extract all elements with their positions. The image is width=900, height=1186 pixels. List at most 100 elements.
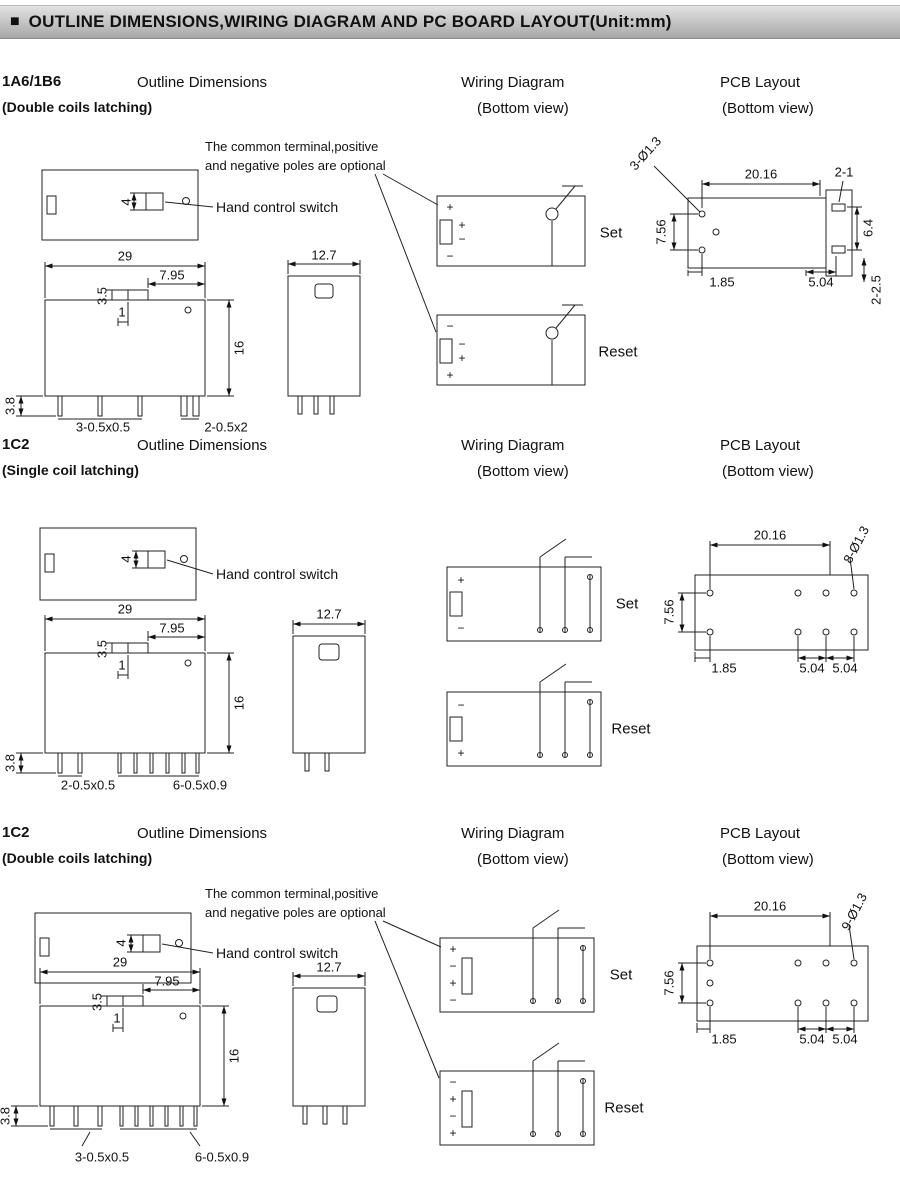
s1-wiring-title: Wiring Diagram [461,74,565,91]
s2-dim-pins-left: 2-0.5x0.5 [60,777,116,793]
s1-set-label: Set [599,224,623,242]
s2-set-terminal-minus: − [457,621,465,636]
s2-dim-body-width: 29 [117,601,133,617]
s2-variant-label: (Single coil latching) [2,462,139,478]
s2-side-view [292,620,366,772]
s2-dim-pin-length: 3.8 [2,753,18,773]
s1-set-terminal-plus: + [446,200,454,215]
s3-top-view [34,912,214,984]
s2-dim-switch-offset: 7.95 [159,620,185,636]
s1-reset-terminal-minus: − [446,319,454,334]
s1-outline-title: Outline Dimensions [137,74,268,91]
s3-set-terminal1-plus: + [449,942,457,957]
s2-reset-terminal-plus: + [457,746,465,761]
s1-pcb-dim-span: 20.16 [744,166,778,182]
s1-pcb-dim-slot-pitch: 6.4 [860,218,876,238]
s2-set-terminal-plus: + [457,573,465,588]
s1-note-line2: and negative poles are optional [205,158,386,173]
s3-note-line1: The common terminal,positive [205,886,379,901]
s1-pcb-dim-edge-offset: 1.85 [709,274,735,290]
s3-pcb-dim-row-pitch: 7.56 [661,970,677,996]
s2-dim-body-height: 16 [231,695,247,711]
s1-set-coil-minus: − [458,232,466,247]
s3-pcb-title: PCB Layout [720,825,801,842]
s2-dim-switch-height: 4 [118,555,134,563]
s1-dim-pins-right: 2-0.5x2 [204,419,248,435]
s3-dim-step: 1 [113,1010,121,1026]
s1-pcb-dim-pads: 2-2.5 [868,275,884,305]
s3-pcb-layout [678,912,869,1033]
s3-pcb-dim-pitch2: 5.04 [832,1031,858,1047]
s1-dim-pin-length: 3.8 [2,396,18,416]
s3-note-line2: and negative poles are optional [205,905,386,920]
s3-dim-side-width: 12.7 [316,959,342,975]
s3-set-terminal4-minus: − [449,993,457,1008]
s1-dim-switch-height: 4 [118,198,134,206]
s3-model-name: 1C2 [2,824,30,841]
s3-hand-control-label: Hand control switch [216,945,339,961]
s3-reset-terminal3-minus: − [449,1109,457,1124]
s3-set-terminal3-plus: + [449,976,457,991]
s2-front-view [16,615,234,777]
s1-pcb-dim-row-pitch: 7.56 [653,219,669,245]
s3-side-view [292,972,366,1125]
page-title: OUTLINE DIMENSIONS,WIRING DIAGRAM AND PC… [28,12,672,31]
header-bullet-icon: ■ [10,13,20,30]
s1-dim-pins-left: 3-0.5x0.5 [75,419,131,435]
s1-hand-control-label: Hand control switch [216,199,339,215]
s2-pcb-layout [678,541,869,662]
s3-set-label: Set [609,966,633,984]
s1-front-view [16,262,234,420]
s1-wiring-reset [436,304,586,386]
s1-set-terminal-minus: − [446,249,454,264]
s2-pcb-dim-edge-offset: 1.85 [711,660,737,676]
s3-reset-terminal1-minus: − [449,1075,457,1090]
s3-reset-label: Reset [604,1099,644,1117]
s1-reset-label: Reset [598,343,638,361]
s3-outline-title: Outline Dimensions [137,825,268,842]
s2-dim-step: 1 [118,657,126,673]
s1-pcb-layout [653,165,867,282]
s3-variant-label: (Double coils latching) [2,850,153,866]
section-header-bar: ■ OUTLINE DIMENSIONS,WIRING DIAGRAM AND … [0,5,900,39]
s2-dim-pins-right: 6-0.5x0.9 [172,777,228,793]
s1-reset-terminal-plus: + [446,368,454,383]
s1-reset-coil-plus: + [458,351,466,366]
s2-pcb-dim-pitch1: 5.04 [799,660,825,676]
s1-top-view [41,169,214,241]
s3-dim-pin-length: 3.8 [0,1106,13,1126]
s1-model-name: 1A6/1B6 [2,73,62,90]
s2-pcb-view-label: (Bottom view) [722,463,814,480]
s3-front-view [11,968,229,1147]
s3-wiring-view-label: (Bottom view) [477,851,569,868]
s3-wiring-reset [439,1042,595,1146]
s2-hand-control-label: Hand control switch [216,566,339,582]
s3-wiring-title: Wiring Diagram [461,825,565,842]
s2-set-label: Set [615,595,639,613]
s1-dim-side-width: 12.7 [311,247,337,263]
s3-dim-pins-left: 3-0.5x0.5 [74,1149,130,1165]
s2-pcb-dim-row-pitch: 7.56 [661,599,677,625]
s2-model-name: 1C2 [2,436,30,453]
s1-note-leader-lines [374,173,439,333]
s2-wiring-set [446,538,602,642]
s2-dim-switch-rise: 3.5 [94,639,110,659]
s1-pcb-view-label: (Bottom view) [722,100,814,117]
s1-dim-body-height: 16 [231,340,247,356]
s3-pcb-view-label: (Bottom view) [722,851,814,868]
s3-wiring-set [439,909,595,1013]
s1-pcb-title: PCB Layout [720,74,801,91]
s3-pcb-dim-pitch1: 5.04 [799,1031,825,1047]
s2-reset-label: Reset [611,720,651,738]
s2-wiring-view-label: (Bottom view) [477,463,569,480]
s1-dim-switch-offset: 7.95 [159,267,185,283]
s3-dim-body-height: 16 [226,1048,242,1064]
s2-pcb-title: PCB Layout [720,437,801,454]
s1-variant-label: (Double coils latching) [2,99,153,115]
s2-wiring-title: Wiring Diagram [461,437,565,454]
s2-reset-terminal-minus: − [457,698,465,713]
s3-reset-terminal4-plus: + [449,1126,457,1141]
s1-wiring-view-label: (Bottom view) [477,100,569,117]
s2-pcb-dim-span: 20.16 [753,527,787,543]
